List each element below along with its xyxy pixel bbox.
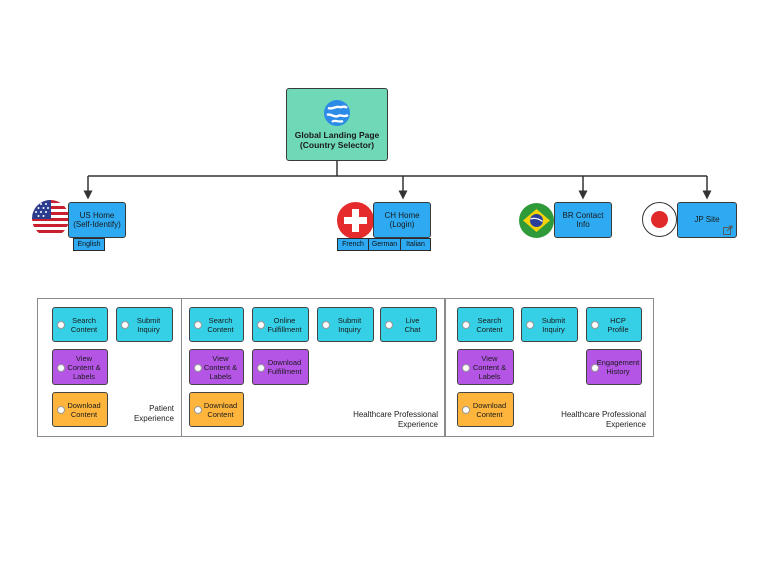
radio-icon bbox=[57, 406, 65, 414]
lang-italian[interactable]: Italian bbox=[400, 238, 431, 251]
us-home-node[interactable]: US Home (Self-Identify) bbox=[68, 202, 126, 238]
radio-icon bbox=[462, 321, 470, 329]
radio-icon bbox=[526, 321, 534, 329]
radio-icon bbox=[121, 321, 129, 329]
external-link-icon[interactable] bbox=[723, 225, 733, 235]
us-home-title: US Home bbox=[79, 210, 115, 220]
radio-icon bbox=[591, 321, 599, 329]
lang-german[interactable]: German bbox=[368, 238, 401, 251]
radio-icon bbox=[462, 363, 470, 372]
jp-site-node[interactable]: JP Site bbox=[677, 202, 737, 238]
radio-icon bbox=[194, 321, 202, 329]
ch-home-node[interactable]: CH Home (Login) bbox=[373, 202, 431, 238]
radio-icon bbox=[57, 363, 65, 372]
ch-home-subtitle: (Login) bbox=[389, 220, 415, 229]
radio-icon bbox=[57, 321, 65, 329]
japan-flag-icon bbox=[642, 202, 677, 237]
lang-french[interactable]: French bbox=[337, 238, 369, 251]
ch-home-title: CH Home bbox=[384, 210, 420, 220]
radio-icon bbox=[194, 363, 202, 372]
us-flag-icon bbox=[32, 200, 69, 237]
radio-icon bbox=[257, 363, 265, 372]
globe-icon bbox=[324, 100, 350, 126]
radio-icon bbox=[257, 321, 265, 329]
root-title: Global Landing Page bbox=[294, 130, 380, 140]
brazil-flag-icon bbox=[519, 203, 554, 238]
radio-icon bbox=[322, 321, 330, 329]
br-contact-subtitle: Info bbox=[576, 220, 590, 229]
radio-icon bbox=[385, 321, 393, 329]
br-contact-title: BR Contact bbox=[562, 210, 604, 220]
us-home-subtitle: (Self-Identify) bbox=[73, 220, 121, 229]
jp-site-title: JP Site bbox=[694, 215, 720, 225]
global-landing-page-node[interactable]: Global Landing Page (Country Selector) bbox=[286, 88, 388, 161]
radio-icon bbox=[194, 406, 202, 414]
root-subtitle: (Country Selector) bbox=[299, 140, 375, 150]
br-contact-node[interactable]: BR Contact Info bbox=[554, 202, 612, 238]
radio-icon bbox=[462, 406, 470, 414]
swiss-flag-icon bbox=[337, 202, 374, 239]
radio-icon bbox=[591, 363, 599, 372]
lang-english[interactable]: English bbox=[73, 238, 105, 251]
